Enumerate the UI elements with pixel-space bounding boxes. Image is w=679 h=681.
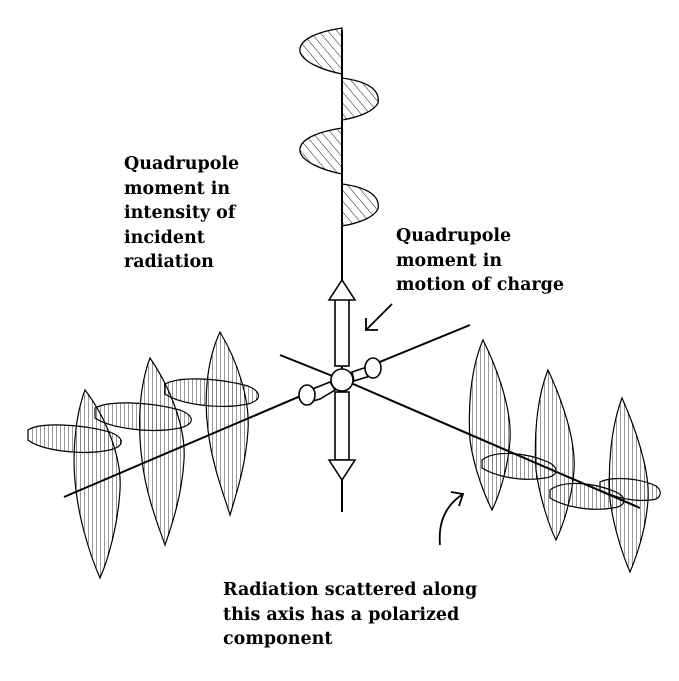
right-scattered-wave bbox=[468, 338, 661, 574]
incident-wave-helix bbox=[299, 27, 379, 227]
up-arrow-shaft bbox=[334, 297, 350, 367]
down-arrow-shaft bbox=[334, 391, 350, 461]
label-scattered-radiation: Radiation scattered along this axis has … bbox=[223, 578, 477, 652]
down-arrow-head bbox=[327, 459, 357, 482]
pointer-to-motion bbox=[365, 303, 393, 331]
pointer-to-scattered-head bbox=[450, 491, 465, 507]
incident-wave-right-lobes bbox=[341, 77, 379, 227]
right-wave-flat-lobes bbox=[481, 452, 661, 510]
incident-wave-left-lobes bbox=[299, 27, 343, 175]
label-line: this axis has a polarized bbox=[223, 604, 460, 625]
back-left-axis bbox=[279, 354, 336, 378]
label-line: motion of charge bbox=[396, 275, 565, 295]
left-wave-flat-lobes bbox=[27, 378, 260, 453]
left-scattered-wave bbox=[27, 330, 260, 580]
label-line: Quadrupole bbox=[396, 226, 512, 246]
label-quadrupole-intensity: Quadrupole moment in intensity of incide… bbox=[124, 152, 239, 275]
label-line: moment in bbox=[396, 250, 503, 271]
left-arrow-cap bbox=[298, 384, 316, 406]
label-quadrupole-motion: Quadrupole moment in motion of charge bbox=[396, 224, 564, 298]
up-arrow-head bbox=[327, 278, 357, 301]
label-line: Quadrupole bbox=[124, 154, 240, 174]
charge-motion-arrows bbox=[298, 278, 382, 482]
pointer-to-scattered bbox=[438, 493, 464, 546]
pointer-to-motion-head bbox=[365, 318, 378, 331]
label-line: incident bbox=[124, 227, 205, 248]
label-line: radiation bbox=[124, 252, 214, 272]
left-wave-vertical-lobes bbox=[73, 330, 249, 580]
charge-center bbox=[330, 368, 354, 392]
label-line: Radiation scattered along bbox=[223, 580, 478, 600]
label-line: component bbox=[223, 629, 333, 649]
label-line: moment in bbox=[124, 178, 231, 199]
pointer-arrows bbox=[365, 303, 465, 546]
label-line: intensity of bbox=[124, 203, 236, 223]
right-arrow-cap bbox=[364, 357, 382, 379]
